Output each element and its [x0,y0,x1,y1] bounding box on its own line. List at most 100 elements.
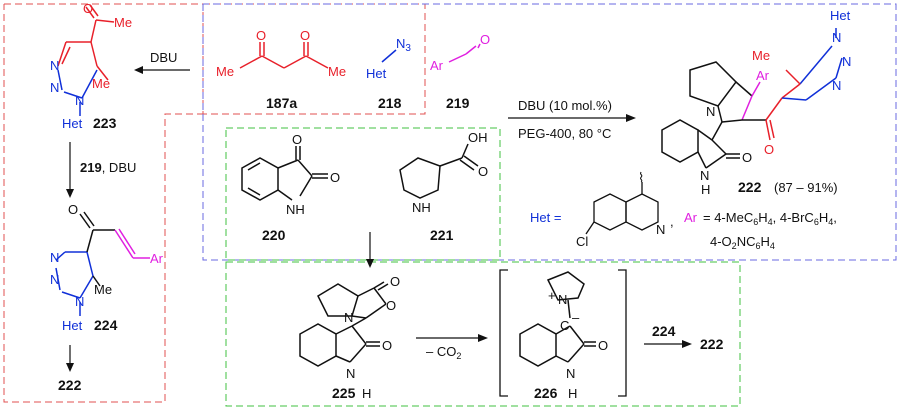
compound-223-triazole-n [57,69,98,116]
atom-me: Me [114,15,132,30]
attachment-mark: ⌇ [638,170,644,185]
green-box-upper [225,127,501,261]
atom-o: O [478,164,488,179]
arrow-head [66,189,74,198]
atom-h: H [568,386,577,401]
atom-n: N [50,250,59,265]
compound-label-226: 226 [534,385,558,401]
compound-219-structure [448,43,481,63]
atom-o: O [256,28,266,43]
compound-label-220: 220 [262,227,286,243]
atom-ar: Ar [150,251,164,266]
arrow-head [366,259,374,268]
atom-o: O [292,132,302,147]
compound-187a-structure [239,42,329,69]
arrow-head [478,334,488,342]
compound-label-225: 225 [332,385,356,401]
legend-comma: , [670,214,674,229]
reagent-224: 224 [652,323,676,339]
reagent-minus-co2: – CO2 [426,344,461,361]
green-box-lower [225,261,741,407]
reagent-219-dbu: 219, DBU [80,160,136,175]
arrow-head [626,114,636,122]
legend-het: Het = [530,210,561,225]
compound-226-structure [519,271,596,367]
atom-het: Het [830,8,851,23]
atom-h: H [701,182,710,197]
atom-n: N [566,366,575,381]
atom-n: N [50,80,59,95]
atom-o: O [480,32,490,47]
atom-het: Het [366,66,387,81]
bracket-226 [499,269,627,397]
atom-n: N [656,222,665,237]
atom-o: O [390,274,400,289]
atom-o: O [68,202,78,217]
compound-220-structure [241,146,328,201]
atom-ar: Ar [430,58,444,73]
atom-n: N [75,294,84,309]
atom-o: O [386,298,396,313]
atom-o: O [382,338,392,353]
compound-label-218: 218 [378,95,402,111]
compound-223-structure [57,4,115,81]
compound-label-187a: 187a [266,95,297,111]
atom-cl: Cl [576,234,588,249]
compound-221-structure [399,143,479,199]
charge-minus: – [572,310,580,325]
compound-label-223: 223 [93,115,117,131]
atom-n: N [75,93,84,108]
atom-o: O [598,338,608,353]
arrow-head [682,340,692,348]
atom-h: H [362,386,371,401]
atom-nh: NH [286,202,305,217]
atom-n: N [832,30,841,45]
atom-me: Me [92,76,110,91]
compound-222-yield: (87 – 91%) [774,180,838,195]
atom-ar: Ar [756,68,770,83]
charge-plus: + [548,288,556,303]
atom-oh: OH [468,130,488,145]
atom-n: N [50,58,59,73]
atom-me: Me [94,282,112,297]
legend-ar: Ar [684,210,698,225]
atom-me: Me [752,48,770,63]
atom-c: C [560,318,569,333]
atom-n: N [346,366,355,381]
atom-me: Me [328,64,346,79]
atom-o: O [83,1,93,16]
arrow-head [134,66,143,74]
compound-225-structure [299,281,389,367]
reagent-dbu: DBU [150,50,177,65]
atom-n: N [706,104,715,119]
bond [381,49,397,63]
compound-label-222: 222 [58,377,82,393]
atom-o: O [742,150,752,165]
atom-n: N [558,292,567,307]
compound-label-221: 221 [430,227,454,243]
atom-o: O [764,142,774,157]
blue-box [202,3,897,261]
compound-224-structure [55,211,150,316]
atom-o: O [300,28,310,43]
atom-het: Het [62,116,83,131]
atom-me: Me [216,64,234,79]
compound-label-222: 222 [738,179,762,195]
atom-het: Het [62,318,83,333]
legend-ar-list-1: = 4-MeC6H4, 4-BrC6H4, [703,210,837,227]
atom-n: N [344,310,353,325]
quinoline-structure [585,182,659,235]
atom-n: N [832,78,841,93]
atom-o: O [330,170,340,185]
atom-nh: NH [412,200,431,215]
compound-label-219: 219 [446,95,470,111]
legend-ar-list-2: 4-O2NC6H4 [710,234,775,251]
atom-n3: N3 [396,36,411,54]
atom-n: N [50,272,59,287]
atom-n: N [842,54,851,69]
compound-label-224: 224 [94,317,118,333]
arrow-head [66,363,74,372]
atom-n: N [700,168,709,183]
reagent-main-bottom: PEG-400, 80 °C [518,126,611,141]
